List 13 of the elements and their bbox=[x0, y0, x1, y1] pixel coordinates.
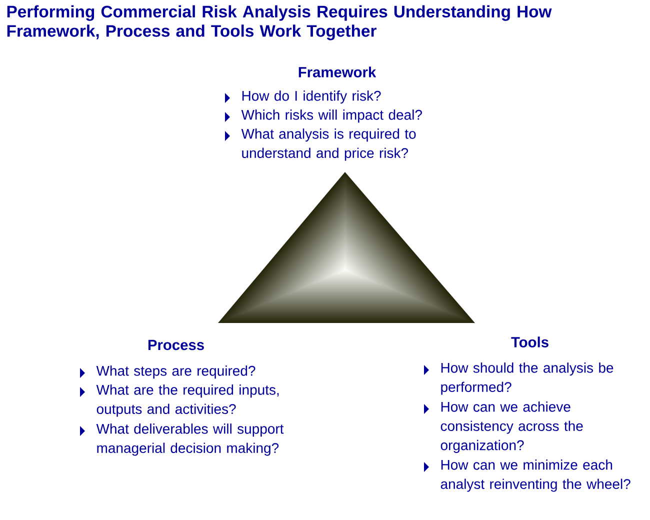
bullet-text: What steps are required? bbox=[96, 366, 256, 379]
section-heading: Framework bbox=[298, 66, 376, 78]
bullet-text: What deliverables will support managerial decision making? bbox=[96, 424, 284, 456]
section-heading: Tools bbox=[511, 336, 548, 348]
bullet-text: What analysis is required to understand and price risk? bbox=[241, 128, 416, 161]
bullet-text: How can we minimize each analyst reinventing the wheel? bbox=[440, 460, 630, 492]
bullet-text: How can we achieve consistency across the organization? bbox=[440, 402, 583, 453]
bullet-text: What are the required inputs, outputs and activities? bbox=[96, 384, 279, 417]
bullet-text: Which risks will impact deal? bbox=[241, 110, 422, 123]
title: Performing Commercial Risk Analysis Requires Understanding How Framework, Process and Tools Work Together bbox=[7, 5, 552, 40]
section-heading: Process bbox=[148, 340, 204, 350]
bullet-text: How should the analysis be performed? bbox=[441, 362, 614, 395]
bullet-text: How do I identify risk? bbox=[242, 90, 381, 104]
